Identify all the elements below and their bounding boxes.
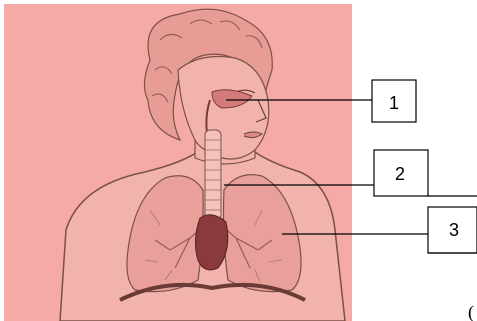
label-3-text: 3 [449,220,459,240]
label-2-text: 2 [395,164,405,184]
label-1-text: 1 [389,93,399,113]
trachea [205,130,221,220]
cutoff-text: ( [468,302,474,321]
